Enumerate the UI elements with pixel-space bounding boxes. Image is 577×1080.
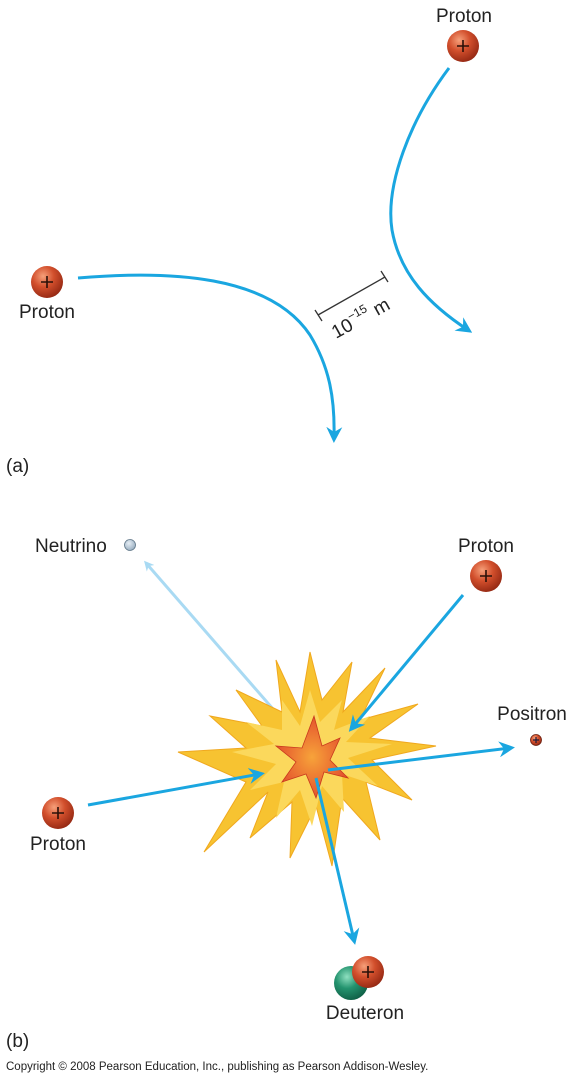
scale-bar-label: 10−15m (326, 291, 394, 344)
neutrino-icon (124, 539, 136, 551)
copyright-notice: Copyright © 2008 Pearson Education, Inc.… (6, 1061, 428, 1073)
proton-icon (31, 266, 63, 298)
scale-bar: 10−15m (314, 270, 394, 344)
proton-icon (470, 560, 502, 592)
panel-a-top-proton-trajectory (389, 67, 473, 333)
panel-b-proton-top-label: Proton (458, 536, 514, 557)
deuteron-label: Deuteron (326, 1003, 404, 1024)
panel-a: Proton Proton 10−15m (a) (6, 6, 492, 477)
deuteron-arrow (314, 777, 360, 945)
panel-a-proton-left-label: Proton (19, 302, 75, 323)
proton-icon (447, 30, 479, 62)
panel-b-label: (b) (6, 1031, 29, 1052)
neutrino-label: Neutrino (35, 536, 107, 557)
fusion-burst-icon (177, 651, 437, 867)
panel-b-left-proton-arrow (87, 768, 265, 807)
panel-b: Neutrino Proton Proton Positron (6, 536, 567, 1052)
panel-a-left-proton-trajectory (77, 273, 343, 443)
positron-icon (530, 734, 542, 746)
deuteron-icon (334, 956, 384, 1000)
panel-a-label: (a) (6, 456, 29, 477)
proton-icon (42, 797, 74, 829)
panel-b-proton-left-label: Proton (30, 834, 86, 855)
positron-label: Positron (497, 704, 567, 725)
positron-arrow (327, 741, 515, 772)
panel-b-top-proton-arrow (348, 594, 465, 732)
panel-a-proton-top-label: Proton (436, 6, 492, 27)
